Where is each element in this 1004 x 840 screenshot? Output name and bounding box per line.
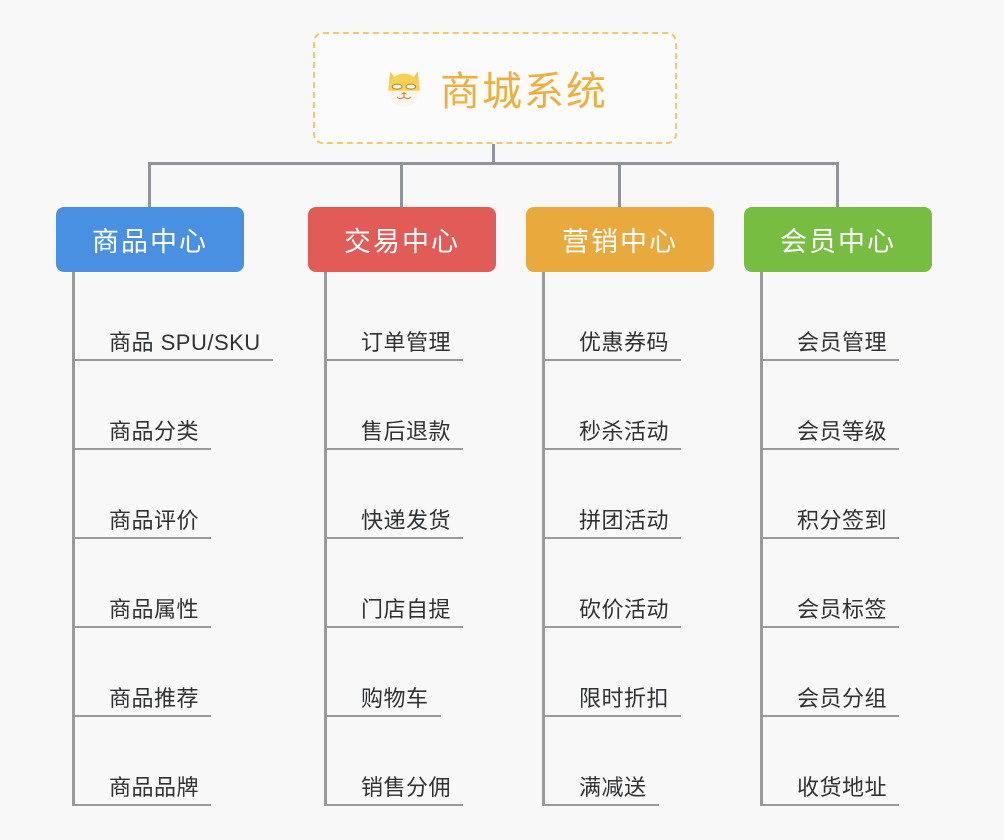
list-item[interactable]: 商品属性 — [75, 539, 261, 628]
leaf-underline — [327, 537, 464, 539]
branch-member-center: 会员中心 会员管理 会员等级 积分签到 会员标签 会员分组 — [744, 207, 932, 806]
branch-trade-center: 交易中心 订单管理 售后退款 快递发货 门店自提 购物车 — [308, 207, 496, 806]
leaf-underline — [763, 537, 900, 539]
leaf-underline — [75, 804, 212, 806]
leaf-label: 会员等级 — [797, 419, 888, 444]
leaf-label: 订单管理 — [361, 330, 452, 355]
list-item[interactable]: 购物车 — [327, 628, 496, 717]
leaf-label: 销售分佣 — [361, 775, 452, 800]
category-label: 交易中心 — [344, 227, 460, 257]
leaf-underline — [75, 537, 212, 539]
list-item[interactable]: 商品评价 — [75, 450, 261, 539]
leaf-underline — [545, 448, 682, 450]
leaf-label: 会员标签 — [797, 597, 888, 622]
category-label: 商品中心 — [92, 227, 208, 257]
leaf-label: 优惠券码 — [579, 330, 670, 355]
list-item[interactable]: 会员分组 — [763, 628, 932, 717]
leaf-label: 满减送 — [579, 775, 647, 800]
list-item[interactable]: 售后退款 — [327, 361, 496, 450]
leaf-label: 砍价活动 — [579, 597, 670, 622]
list-item[interactable]: 订单管理 — [327, 272, 496, 361]
leaf-label: 商品品牌 — [109, 775, 200, 800]
list-item[interactable]: 满减送 — [545, 717, 714, 806]
leaf-label: 收货地址 — [797, 775, 888, 800]
list-item[interactable]: 会员等级 — [763, 361, 932, 450]
connector-root-stem — [492, 144, 495, 165]
leaf-label: 限时折扣 — [579, 686, 670, 711]
list-item[interactable]: 会员标签 — [763, 539, 932, 628]
list-item[interactable]: 优惠券码 — [545, 272, 714, 361]
list-item[interactable]: 商品推荐 — [75, 628, 261, 717]
leaf-underline — [327, 448, 464, 450]
list-item[interactable]: 门店自提 — [327, 539, 496, 628]
leaf-label: 会员分组 — [797, 686, 888, 711]
leaf-list-member-center: 会员管理 会员等级 积分签到 会员标签 会员分组 收货地址 — [760, 272, 932, 806]
list-item[interactable]: 商品分类 — [75, 361, 261, 450]
leaf-underline — [763, 804, 900, 806]
branch-product-center: 商品中心 商品 SPU/SKU 商品分类 商品评价 商品属性 商品推荐 — [56, 207, 273, 806]
leaf-label: 购物车 — [361, 686, 429, 711]
leaf-underline — [327, 359, 464, 361]
category-header-marketing-center[interactable]: 营销中心 — [526, 207, 714, 272]
leaf-underline — [545, 715, 682, 717]
list-item[interactable]: 商品品牌 — [75, 717, 261, 806]
branch-marketing-center: 营销中心 优惠券码 秒杀活动 拼团活动 砍价活动 限时折扣 — [526, 207, 714, 806]
list-item[interactable]: 销售分佣 — [327, 717, 496, 806]
leaf-label: 会员管理 — [797, 330, 888, 355]
list-item[interactable]: 商品 SPU/SKU — [75, 272, 273, 361]
leaf-label: 秒杀活动 — [579, 419, 670, 444]
connector-drop-member-center — [836, 162, 839, 207]
root-title: 商城系统 — [440, 70, 608, 114]
leaf-label: 商品 SPU/SKU — [109, 330, 261, 355]
category-label: 会员中心 — [780, 227, 896, 257]
leaf-underline — [763, 715, 900, 717]
category-header-trade-center[interactable]: 交易中心 — [308, 207, 496, 272]
leaf-underline — [545, 537, 682, 539]
leaf-label: 拼团活动 — [579, 508, 670, 533]
category-label: 营销中心 — [562, 227, 678, 257]
connector-horizontal-bus — [148, 162, 838, 165]
leaf-list-trade-center: 订单管理 售后退款 快递发货 门店自提 购物车 销售分佣 — [324, 272, 496, 806]
leaf-label: 门店自提 — [361, 597, 452, 622]
list-item[interactable]: 积分签到 — [763, 450, 932, 539]
connector-drop-trade-center — [400, 162, 403, 207]
leaf-underline — [763, 626, 900, 628]
leaf-underline — [75, 359, 273, 361]
list-item[interactable]: 拼团活动 — [545, 450, 714, 539]
leaf-underline — [327, 715, 441, 717]
leaf-label: 商品推荐 — [109, 686, 200, 711]
list-item[interactable]: 限时折扣 — [545, 628, 714, 717]
leaf-underline — [545, 804, 659, 806]
leaf-underline — [75, 626, 212, 628]
leaf-underline — [75, 448, 212, 450]
leaf-label: 积分签到 — [797, 508, 888, 533]
leaf-list-product-center: 商品 SPU/SKU 商品分类 商品评价 商品属性 商品推荐 商品品牌 — [72, 272, 273, 806]
leaf-label: 商品分类 — [109, 419, 200, 444]
leaf-label: 商品评价 — [109, 508, 200, 533]
root-node[interactable]: 商城系统 — [313, 32, 677, 144]
list-item[interactable]: 快递发货 — [327, 450, 496, 539]
leaf-label: 快递发货 — [361, 508, 452, 533]
list-item[interactable]: 秒杀活动 — [545, 361, 714, 450]
leaf-underline — [763, 448, 900, 450]
leaf-label: 售后退款 — [361, 419, 452, 444]
list-item[interactable]: 收货地址 — [763, 717, 932, 806]
leaf-label: 商品属性 — [109, 597, 200, 622]
leaf-underline — [545, 359, 682, 361]
list-item[interactable]: 会员管理 — [763, 272, 932, 361]
connector-drop-marketing-center — [618, 162, 621, 207]
category-header-product-center[interactable]: 商品中心 — [56, 207, 244, 272]
dog-face-icon — [382, 66, 426, 110]
list-item[interactable]: 砍价活动 — [545, 539, 714, 628]
category-header-member-center[interactable]: 会员中心 — [744, 207, 932, 272]
leaf-underline — [763, 359, 900, 361]
leaf-underline — [327, 626, 464, 628]
leaf-underline — [545, 626, 682, 628]
leaf-underline — [75, 715, 212, 717]
leaf-underline — [327, 804, 464, 806]
leaf-list-marketing-center: 优惠券码 秒杀活动 拼团活动 砍价活动 限时折扣 满减送 — [542, 272, 714, 806]
connector-drop-product-center — [148, 162, 151, 207]
